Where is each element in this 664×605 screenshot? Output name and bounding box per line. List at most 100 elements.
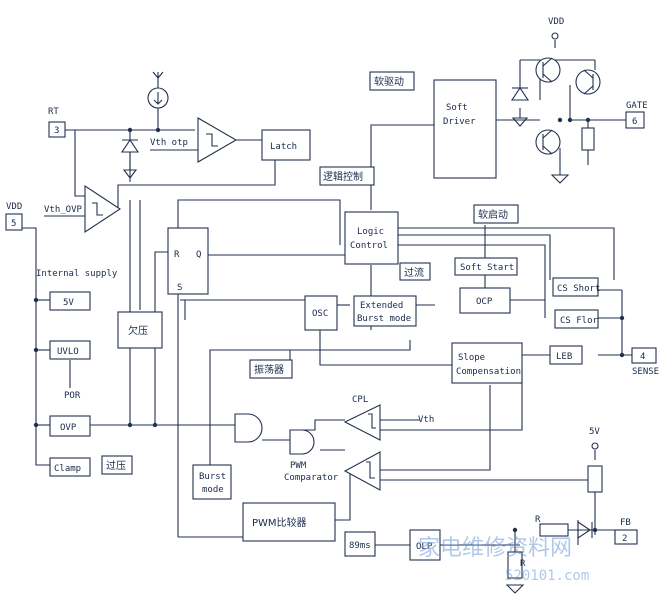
por-label: POR (64, 391, 81, 401)
and-gate-2 (289, 429, 315, 455)
cpl-comparator (343, 404, 381, 441)
output-transistors-symbol (510, 57, 601, 184)
undervoltage-block: 欠压 (117, 311, 163, 349)
extended-line2: Burst mode (357, 314, 411, 324)
pin-sense-num: 4 (640, 352, 645, 362)
pin-gate: GATE 6 (625, 101, 648, 129)
ovp-block: OVP (49, 415, 91, 437)
olp-block: OLP (409, 529, 441, 561)
logic-control-line2: Control (350, 241, 388, 251)
cs-flor-label: CS Flor (560, 316, 599, 326)
ovp-threshold-comparator (84, 184, 122, 234)
burst-line2: mode (202, 485, 224, 495)
pin-rt-label: RT (48, 107, 59, 117)
sr-r-label: R (174, 250, 180, 260)
logic-control-line1: Logic (357, 227, 384, 237)
logic-ctrl-callout: 逻辑控制 (319, 166, 375, 186)
sr-flipflop-block: R Q S (167, 227, 209, 295)
pin-fb-num: 2 (622, 534, 627, 544)
clamp-block: Clamp (49, 457, 91, 477)
cs-flor-block: CS Flor (554, 309, 599, 329)
soft-drive-callout: 软驱动 (369, 71, 415, 91)
oscillator-callout-text: 振荡器 (254, 363, 284, 376)
burst-mode-block: Burst mode (192, 464, 232, 500)
pin-sense-label: SENSE (632, 367, 659, 377)
soft-driver-block: Soft Driver (433, 79, 497, 179)
pwm-compare-label: PWM比较器 (252, 516, 307, 529)
uvlo-block: UVLO (49, 340, 91, 360)
vdd-terminal (551, 32, 559, 40)
cs-short-block: CS Short (552, 277, 600, 297)
watermark-text: 家电维修资料网 (418, 536, 572, 561)
cpl-label: CPL (352, 395, 368, 405)
pin-fb-label: FB (620, 518, 631, 528)
extended-burst-block: Extended Burst mode (353, 295, 417, 327)
olp-label: OLP (416, 542, 433, 552)
osc-label: OSC (312, 309, 328, 319)
pin-gate-label: GATE (626, 101, 648, 111)
pin-vdd-label: VDD (6, 202, 22, 212)
five-v-label: 5V (589, 427, 600, 437)
five-v-box-label: 5V (63, 298, 74, 308)
soft-start-callout-text: 软启动 (478, 208, 508, 221)
clamp-label: Clamp (54, 464, 81, 474)
ocp-label: OCP (476, 297, 493, 307)
vth-otp-label: Vth otp (150, 138, 188, 148)
pin-rt: RT 3 (48, 107, 66, 138)
soft-start-label: Soft Start (460, 263, 514, 273)
logic-ctrl-callout-text: 逻辑控制 (323, 170, 363, 183)
pin-sense: 4 SENSE (631, 347, 659, 377)
r-bottom-label: R (520, 559, 526, 569)
latch-label: Latch (270, 142, 297, 152)
pwm-comp-line2: Comparator (284, 473, 339, 483)
ovp-label: OVP (60, 423, 77, 433)
vth-ovp-label: Vth_OVP (44, 205, 83, 215)
leb-label: LEB (556, 352, 572, 362)
fb-resistors-symbol (505, 465, 603, 594)
cs-short-label: CS Short (557, 284, 600, 294)
undervoltage-callout-text: 欠压 (128, 324, 148, 337)
osc-block: OSC (304, 295, 338, 331)
ms89-block: 89ms (344, 531, 376, 557)
slope-line2: Compensation (456, 367, 521, 377)
five-v-block: 5V (49, 291, 91, 311)
watermark-url: 520101.com (505, 568, 589, 584)
pin-rt-num: 3 (54, 126, 59, 136)
sr-s-label: S (177, 283, 182, 293)
vdd-top-label: VDD (548, 17, 564, 27)
overvoltage-callout: 过压 (101, 455, 133, 475)
logic-control-block: Logic Control (344, 211, 399, 265)
r-top-label: R (535, 515, 541, 525)
slope-compensation-block: Slope Compensation (451, 342, 523, 384)
pin-fb: FB 2 (614, 518, 638, 545)
overcurrent-callout: 过流 (399, 262, 431, 281)
soft-drive-callout-text: 软驱动 (374, 75, 404, 88)
sr-q-label: Q (196, 250, 201, 260)
current-source-symbol (147, 71, 169, 109)
latch-block: Latch (261, 129, 311, 161)
pin-vdd-num: 5 (11, 219, 16, 229)
pin-gate-num: 6 (632, 117, 637, 127)
oscillator-callout: 振荡器 (249, 359, 293, 379)
pin-vdd: VDD 5 (5, 202, 23, 231)
and-gate-1 (234, 413, 263, 443)
ocp-block: OCP (459, 287, 511, 314)
otp-comparator (197, 117, 238, 163)
internal-supply-label: Internal supply (36, 269, 118, 279)
leb-block: LEB (549, 345, 583, 365)
pwm-compare-block: PWM比较器 (242, 502, 336, 542)
junctions (33, 117, 625, 533)
overcurrent-callout-text: 过流 (404, 266, 424, 279)
ms89-label: 89ms (349, 541, 371, 551)
burst-line1: Burst (199, 472, 226, 482)
pwm-comparator (343, 451, 381, 491)
soft-driver-line1: Soft (446, 103, 468, 113)
overvoltage-callout-text: 过压 (106, 459, 126, 472)
vth-label: Vth (418, 415, 434, 425)
five-v-terminal (591, 442, 599, 450)
soft-start-block: Soft Start (454, 257, 518, 276)
zener-diode-symbol (120, 139, 140, 179)
uvlo-label: UVLO (57, 347, 79, 357)
pwm-comp-line1: PWM (290, 461, 307, 471)
